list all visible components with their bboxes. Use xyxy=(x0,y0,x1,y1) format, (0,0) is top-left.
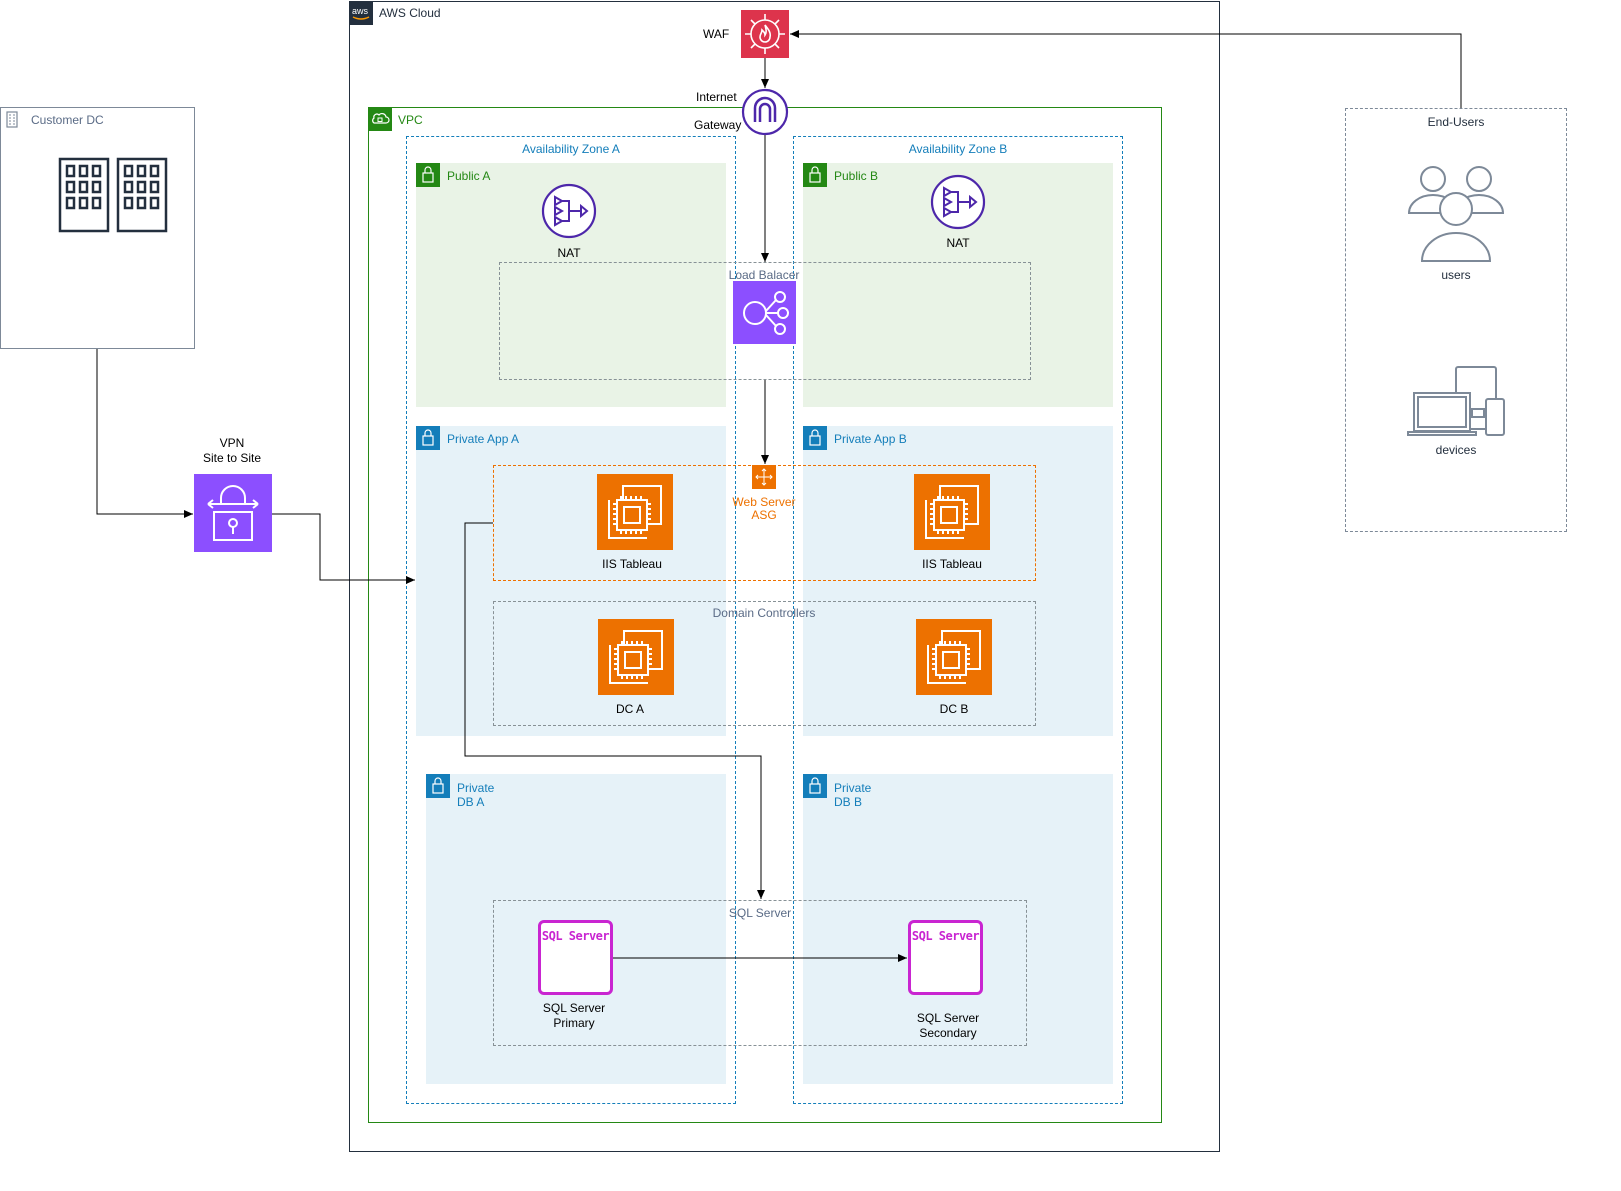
sql-secondary-label-line1: SQL Server xyxy=(916,1011,980,1025)
auto-scaling-icon xyxy=(752,465,776,489)
aws-logo-icon: aws xyxy=(349,1,373,25)
dc-b-ec2-icon[interactable] xyxy=(916,619,992,695)
nat-b-label: NAT xyxy=(946,236,970,250)
nat-gateway-b-icon[interactable] xyxy=(930,174,986,230)
load-balancer-label: Load Balacer xyxy=(728,268,800,282)
sql-primary-label-line1: SQL Server xyxy=(542,1001,606,1015)
public-b-lock-icon xyxy=(803,163,827,187)
vpn-label-line2: Site to Site xyxy=(202,451,262,465)
domain-controllers-label: Domain Controllers xyxy=(712,606,816,620)
availability-zone-b-label: Availability Zone B xyxy=(908,142,1008,156)
nat-gateway-a-icon[interactable] xyxy=(541,183,597,239)
vpc-cloud-icon xyxy=(368,107,392,131)
load-balancer-group[interactable] xyxy=(499,262,1031,380)
private-db-b-lock-icon xyxy=(803,774,827,798)
load-balancer-icon[interactable] xyxy=(733,281,796,344)
iis-tableau-b-label: IIS Tableau xyxy=(922,557,982,571)
sql-server-group[interactable] xyxy=(493,900,1027,1046)
dc-b-label: DC B xyxy=(939,702,969,716)
private-app-b-lock-icon xyxy=(803,426,827,450)
private-db-a-lock-icon xyxy=(426,774,450,798)
internet-gateway-icon[interactable] xyxy=(741,88,789,136)
public-a-label: Public A xyxy=(447,169,491,183)
private-app-a-label: Private App A xyxy=(447,432,520,446)
public-a-lock-icon xyxy=(416,163,440,187)
edge-asg-to-sql xyxy=(464,522,765,899)
private-db-b-label-line1: Private xyxy=(834,781,872,795)
aws-logo-text: aws xyxy=(352,6,369,16)
end-users-group[interactable] xyxy=(1345,108,1567,532)
site-to-site-vpn-icon[interactable] xyxy=(194,474,272,552)
dc-a-ec2-icon[interactable] xyxy=(598,619,674,695)
customer-dc-label: Customer DC xyxy=(31,113,104,127)
aws-cloud-label: AWS Cloud xyxy=(379,6,441,20)
private-db-a-label-line2: DB A xyxy=(457,795,485,809)
vpn-label-line1: VPN xyxy=(219,436,245,450)
private-app-a-lock-icon xyxy=(416,426,440,450)
sql-secondary-label-line2: Secondary xyxy=(919,1026,977,1040)
edge-dc-to-vpn xyxy=(96,349,193,518)
sql-server-group-label: SQL Server xyxy=(728,906,792,920)
availability-zone-b[interactable] xyxy=(793,136,1123,1104)
dc-a-label: DC A xyxy=(615,702,644,716)
aws-cloud-group[interactable] xyxy=(349,1,1220,1152)
availability-zone-a[interactable] xyxy=(406,136,736,1104)
igw-label-line2: Gateway xyxy=(694,118,742,132)
private-db-a-label-line1: Private xyxy=(457,781,495,795)
private-db-b-label-line2: DB B xyxy=(834,795,863,809)
waf-icon[interactable] xyxy=(741,10,789,58)
customer-dc-group[interactable] xyxy=(0,107,195,349)
iis-tableau-b-ec2-icon[interactable] xyxy=(914,474,990,550)
edge-users-to-waf xyxy=(790,30,1462,108)
sql-primary-icon-text: SQL Server xyxy=(541,929,610,943)
corporate-data-center-icon xyxy=(58,157,168,233)
sql-primary-label-line2: Primary xyxy=(553,1016,595,1030)
web-asg-label-line2: ASG xyxy=(751,508,777,522)
end-users-label: End-Users xyxy=(1427,115,1485,129)
private-app-b-label: Private App B xyxy=(834,432,907,446)
sql-server-primary-icon[interactable]: SQL Server xyxy=(538,920,613,995)
users-label: users xyxy=(1441,268,1471,282)
waf-label: WAF xyxy=(703,27,730,41)
web-asg-label-line1: Web Server xyxy=(732,495,796,509)
igw-label-line1: Internet xyxy=(696,90,737,104)
edge-vpn-to-app-a xyxy=(272,513,415,584)
building-icon xyxy=(0,107,24,131)
sql-secondary-icon-text: SQL Server xyxy=(911,929,980,943)
availability-zone-a-label: Availability Zone A xyxy=(522,142,620,156)
sql-server-secondary-icon[interactable]: SQL Server xyxy=(908,920,983,995)
iis-tableau-a-label: IIS Tableau xyxy=(602,557,662,571)
nat-a-label: NAT xyxy=(557,246,581,260)
devices-label: devices xyxy=(1435,443,1477,457)
public-b-label: Public B xyxy=(834,169,879,183)
users-icon xyxy=(1406,163,1506,263)
vpc-label: VPC xyxy=(398,113,423,127)
devices-icon xyxy=(1406,365,1506,437)
private-app-subnet-a[interactable] xyxy=(416,426,726,736)
iis-tableau-a-ec2-icon[interactable] xyxy=(597,474,673,550)
domain-controllers-group[interactable] xyxy=(493,601,1036,726)
